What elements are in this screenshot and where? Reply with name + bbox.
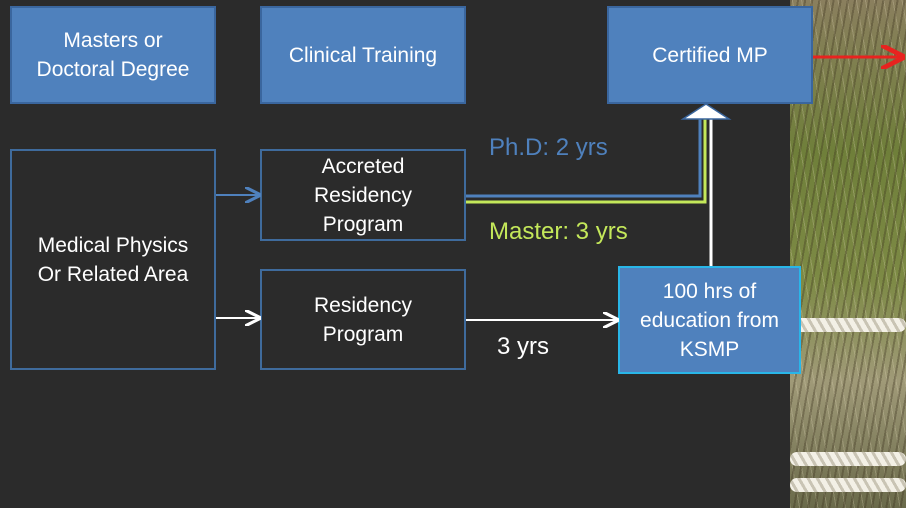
residency-program-label: Residency Program <box>313 293 413 346</box>
certified-mp-label: Certified MP <box>652 43 768 67</box>
rope <box>790 478 906 492</box>
accreted-residency-label: Accreted Residency Program <box>313 154 413 236</box>
clinical-training-box: Clinical Training <box>260 6 466 104</box>
clinical-training-label: Clinical Training <box>288 43 438 67</box>
residency-duration-label: 3 yrs <box>497 333 550 360</box>
accreted-residency-box: Accreted Residency Program <box>260 149 466 241</box>
ksmp-education-label: 100 hrs of education from KSMP <box>640 279 779 361</box>
phd-path-line <box>466 117 702 198</box>
medical-physics-label: Medical Physics Or Related Area <box>37 233 189 286</box>
up-arrowhead <box>680 103 732 120</box>
residency-program-box: Residency Program <box>260 269 466 370</box>
masters-doctoral-degree-label: Masters or Doctoral Degree <box>36 29 190 81</box>
phd-duration-label: Ph.D: 2 yrs <box>489 134 608 161</box>
ksmp-education-box: 100 hrs of education from KSMP <box>618 266 801 374</box>
rope <box>790 318 906 332</box>
medical-physics-box: Medical Physics Or Related Area <box>10 149 216 370</box>
rope <box>790 452 906 466</box>
certified-mp-box: Certified MP <box>607 6 813 104</box>
master-duration-label: Master: 3 yrs <box>489 218 628 245</box>
masters-doctoral-degree-box: Masters or Doctoral Degree <box>10 6 216 104</box>
master-path-line <box>466 117 707 204</box>
